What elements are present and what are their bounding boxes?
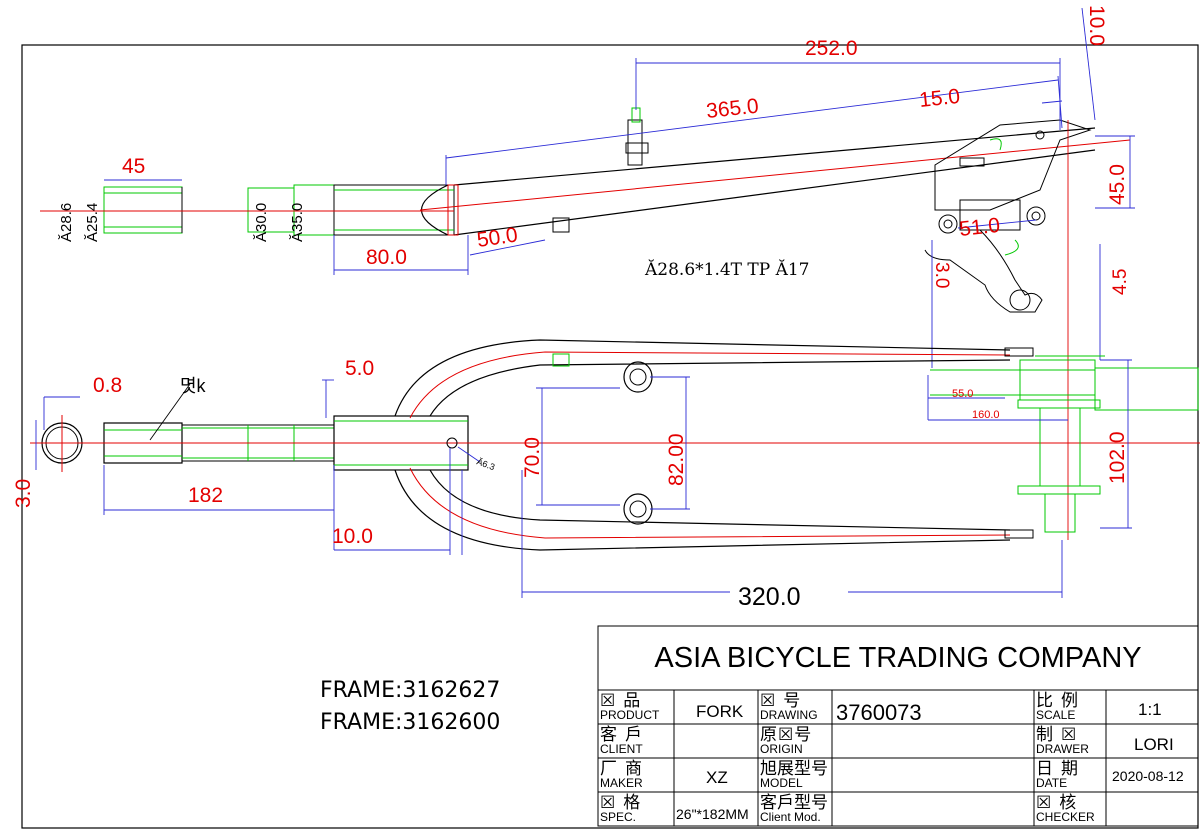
scale-value: 1:1 (1138, 700, 1162, 719)
model-label-zh: 旭展型号 (760, 759, 828, 778)
dim-10-top: 10.0 (1085, 5, 1108, 46)
spec-label: ☒格 SPEC. (600, 794, 648, 823)
maker-label-en: MAKER (600, 776, 643, 790)
scale-label-zh: 比例 (1036, 691, 1086, 710)
dim-82: 82.00 (665, 433, 688, 486)
dim-80: 80.0 (366, 246, 407, 269)
origin-label: 原☒号 ORIGIN (760, 726, 812, 755)
drawer-value: LORI (1134, 735, 1174, 754)
client-mod-label: 客戶型号 Client Mod. (760, 794, 828, 823)
dim-70: 70.0 (521, 437, 544, 478)
frame-line-2: FRAME:3162600 (320, 710, 501, 735)
frame-numbers: FRAME:3162627 FRAME:3162600 (320, 675, 500, 739)
title-block-grid (597, 625, 1199, 827)
drawer-label: 制☒ DRAWER (1036, 726, 1089, 755)
dim-45-left: 45 (122, 155, 145, 178)
drawing-label-en: DRAWING (760, 708, 818, 722)
company-name: ASIA BICYCLE TRADING COMPANY (654, 641, 1142, 674)
drawing-border (21, 44, 1199, 829)
dim-160: 160.0 (972, 409, 1000, 421)
product-label-en: PRODUCT (600, 708, 660, 722)
dim-3-right: 3.0 (931, 262, 952, 288)
drawing-value: 3760073 (836, 700, 922, 725)
date-label-zh: 日期 (1036, 759, 1086, 778)
maker-value: XZ (706, 768, 728, 787)
checker-label: ☒核 CHECKER (1036, 794, 1095, 823)
note-k: 몃k (180, 376, 207, 396)
date-label: 日期 DATE (1036, 760, 1086, 789)
checker-label-zh: ☒核 (1036, 793, 1085, 812)
dim-51: 51.0 (958, 214, 1001, 241)
product-label: ☒品 PRODUCT (600, 692, 659, 721)
dim-0-8: 0.8 (93, 374, 122, 397)
product-value: FORK (696, 702, 744, 721)
tube-note: Ă28.6*1.4T TP Ă17 (644, 259, 810, 280)
dia-28-6: Ă28.6 (58, 203, 75, 242)
dim-102: 102.0 (1106, 431, 1129, 484)
dim-3-left: 3.0 (12, 479, 35, 508)
steerer-tube-top (103, 186, 183, 234)
drawer-label-zh: 制☒ (1036, 725, 1085, 744)
drawer-label-en: DRAWER (1036, 742, 1089, 756)
client-label-en: CLIENT (600, 742, 643, 756)
maker-label: 厂商 MAKER (600, 760, 650, 789)
dia-30: Ă30.0 (253, 203, 270, 242)
scale-label-en: SCALE (1036, 708, 1076, 722)
client-label: 客戶 CLIENT (600, 726, 650, 755)
top-view (40, 107, 1131, 313)
side-view (30, 339, 1200, 551)
date-label-en: DATE (1036, 776, 1068, 790)
origin-label-en: ORIGIN (760, 742, 803, 756)
dim-55: 55.0 (952, 388, 973, 400)
dim-45-right: 45.0 (1106, 164, 1129, 205)
dim-5: 5.0 (345, 357, 374, 380)
spec-value: 26"*182MM (676, 806, 749, 822)
model-label-en: MODEL (760, 776, 803, 790)
spec-label-zh: ☒格 (600, 793, 649, 812)
dim-50: 50.0 (475, 223, 519, 251)
client-label-zh: 客戶 (600, 725, 650, 744)
client-mod-label-zh: 客戶型号 (760, 793, 828, 812)
checker-label-en: CHECKER (1036, 810, 1095, 824)
date-value: 2020-08-12 (1112, 768, 1184, 784)
dim-4-5: 4.5 (1110, 269, 1131, 295)
side-dim-lines (35, 359, 1132, 598)
dim-252: 252.0 (805, 37, 858, 60)
drawing-label-zh: ☒号 (760, 691, 809, 710)
product-label-zh: ☒品 (600, 691, 649, 710)
dia-35: Ă35.0 (289, 203, 306, 242)
dia-6-3: Ă6.3 (475, 456, 496, 472)
scale-label: 比例 SCALE (1036, 692, 1086, 721)
model-label: 旭展型号 MODEL (760, 760, 828, 789)
dim-10-bottom: 10.0 (332, 525, 373, 548)
frame-line-1: FRAME:3162627 (320, 678, 501, 703)
top-dim-lines (104, 7, 1135, 368)
maker-label-zh: 厂商 (600, 759, 650, 778)
drawing-label: ☒号 DRAWING (760, 692, 818, 721)
dim-182: 182 (188, 484, 223, 507)
client-mod-label-en: Client Mod. (760, 810, 821, 824)
dim-15: 15.0 (918, 85, 961, 112)
spec-label-en: SPEC. (600, 810, 637, 824)
dim-365: 365.0 (705, 95, 760, 123)
dia-25-4: Ă25.4 (84, 203, 101, 242)
dim-320: 320.0 (738, 583, 801, 611)
origin-label-zh: 原☒号 (760, 725, 813, 744)
